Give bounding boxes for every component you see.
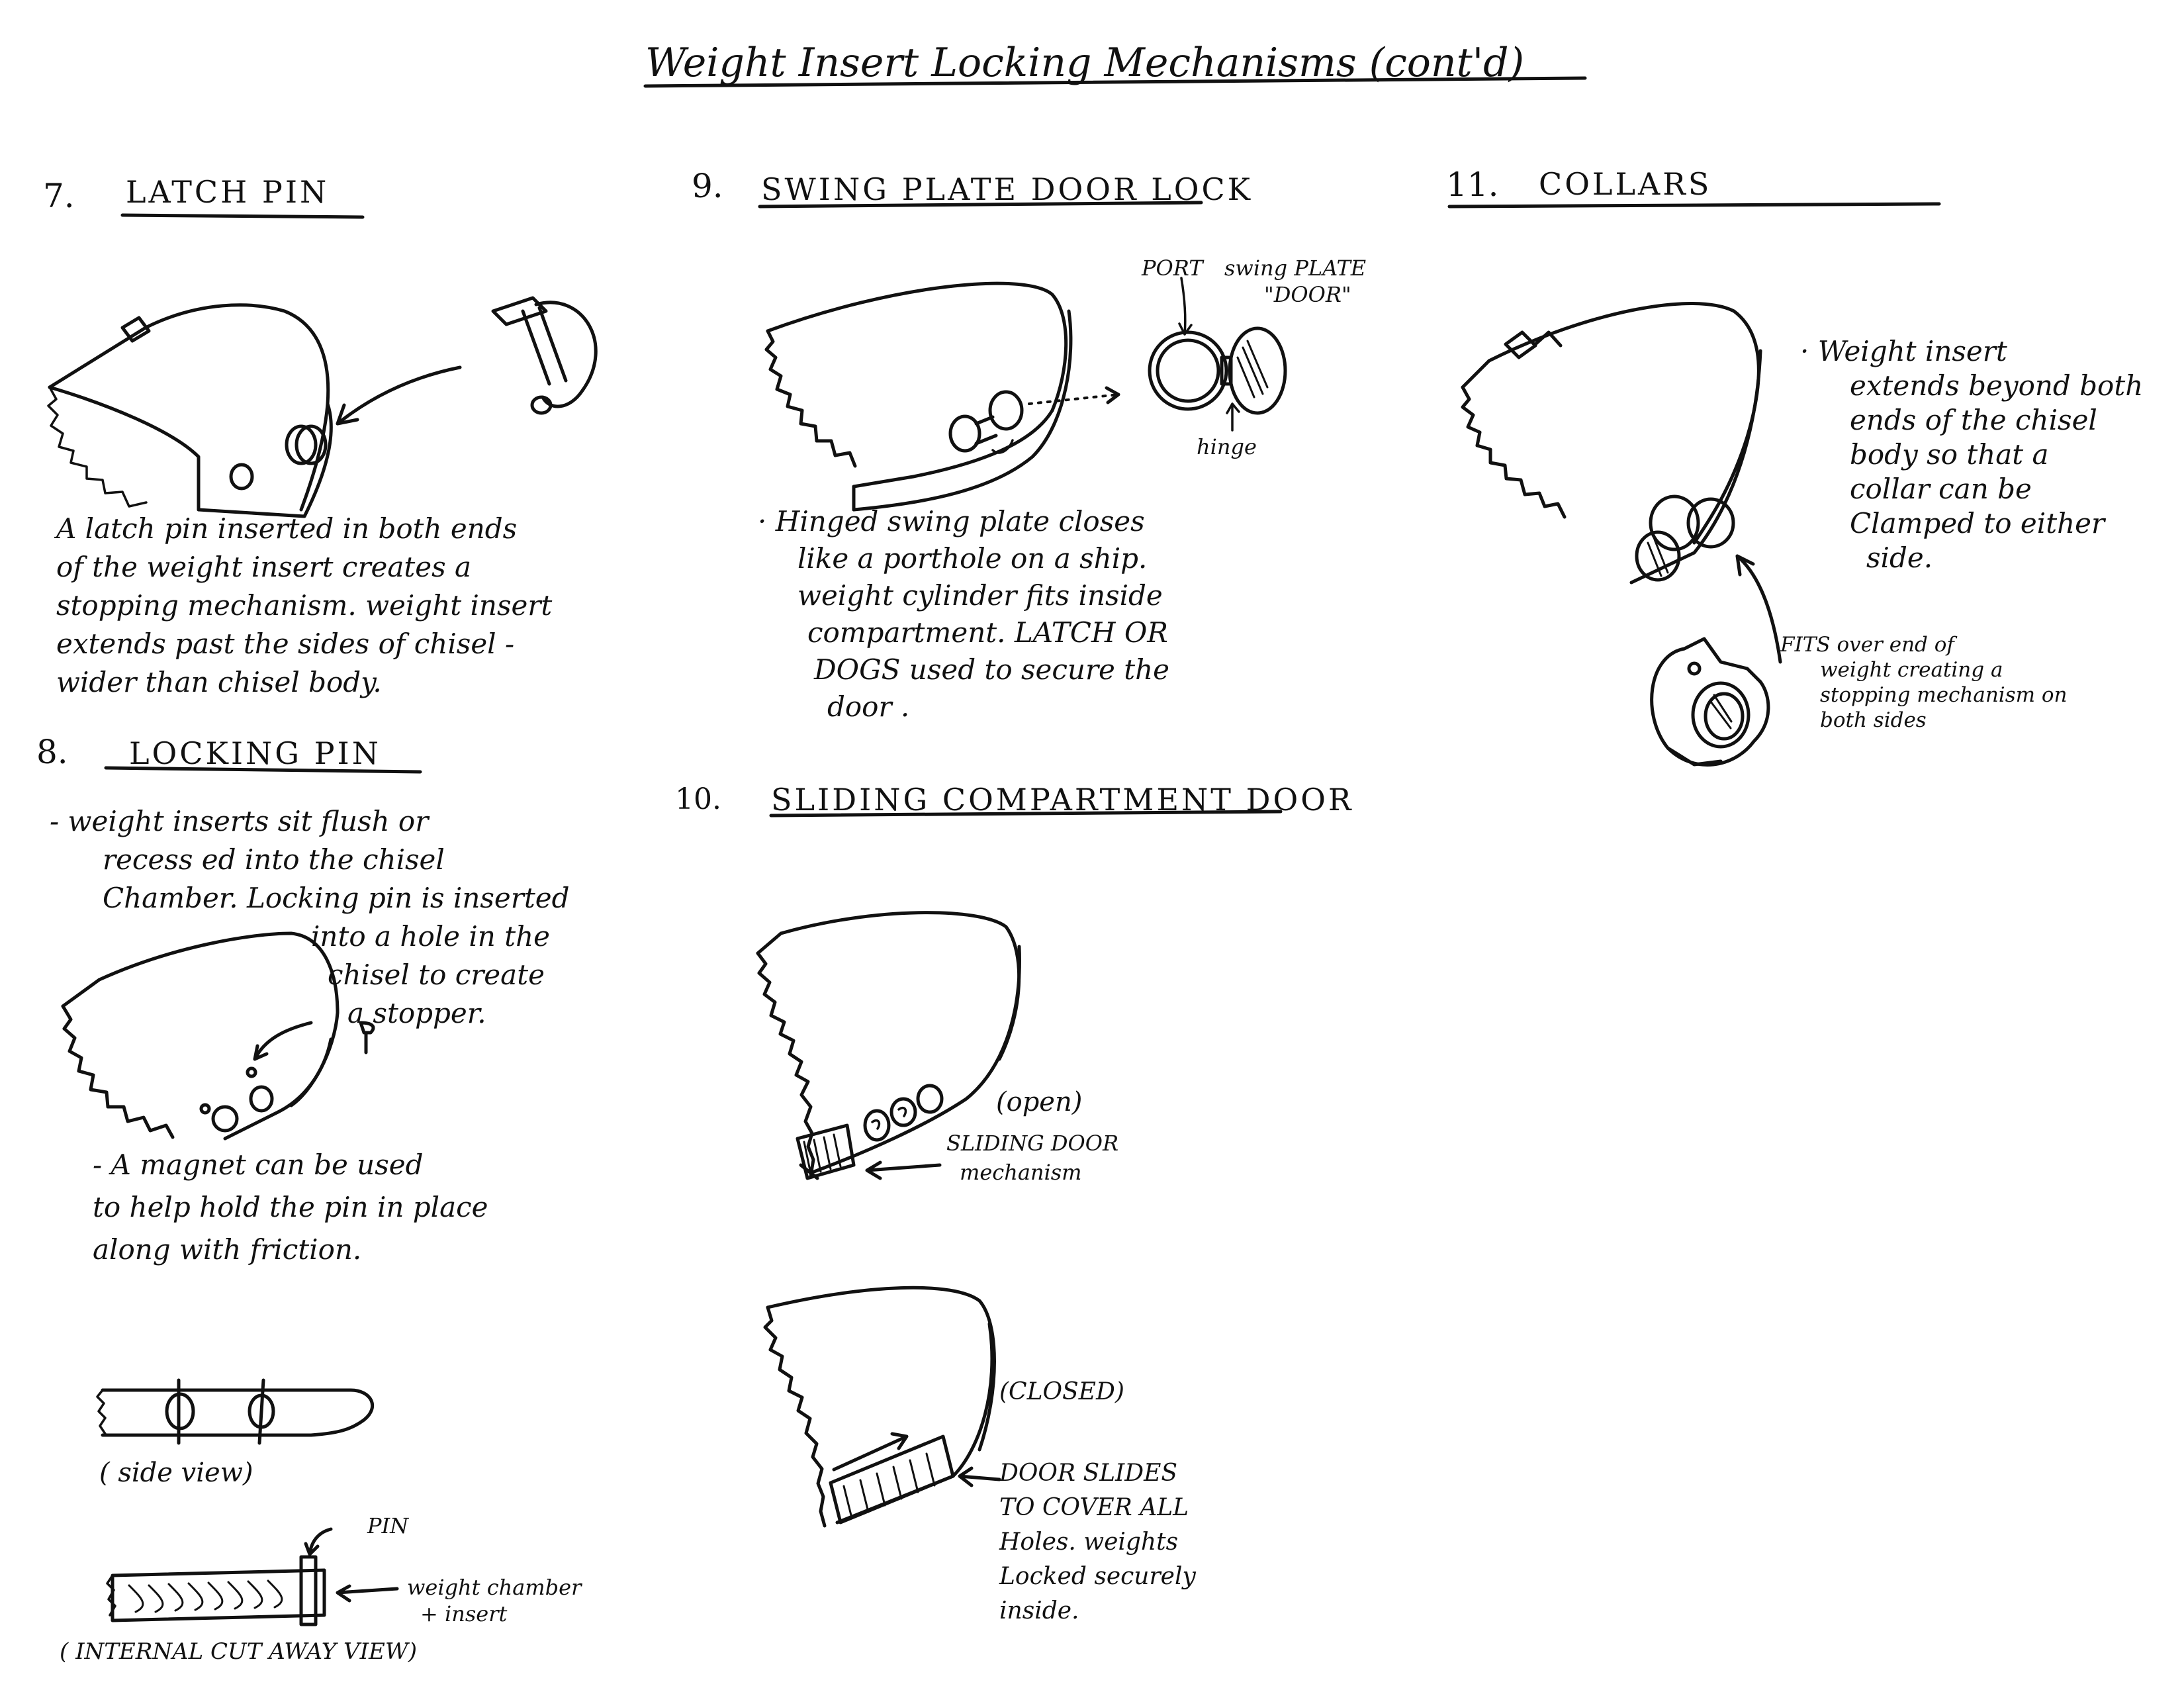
cutaway-label: ( INTERNAL CUT AWAY VIEW) [60, 1638, 417, 1665]
s7-number: 7. [43, 175, 75, 217]
closed-note-line: Locked securely [999, 1560, 1196, 1594]
closed-note-line: TO COVER ALL [999, 1491, 1196, 1525]
closed-label: (CLOSED) [999, 1377, 1124, 1407]
s7-desc-line: of the weight insert creates a [56, 548, 552, 586]
side-view-label: ( side view) [99, 1456, 253, 1489]
mechanism-label-line: SLIDING DOOR [946, 1129, 1118, 1158]
s7-description: A latch pin inserted in both ends of the… [56, 510, 552, 702]
collar-note-line: FITS over end of [1780, 632, 2068, 657]
s11-desc-line: ends of the chisel [1800, 403, 2143, 438]
s8-note-line: - A magnet can be used [93, 1144, 488, 1186]
s8-desc-line: into a hole in the [50, 917, 569, 956]
s8-note: - A magnet can be used to help hold the … [93, 1144, 488, 1271]
page-title: Weight Insert Locking Mechanisms (cont'd… [645, 38, 1524, 88]
s8-desc-line: Chamber. Locking pin is inserted [50, 879, 569, 917]
s11-desc-line: side. [1800, 541, 2143, 575]
s7-heading: LATCH PIN [126, 173, 329, 212]
s9-desc-line: weight cylinder fits inside [758, 577, 1169, 614]
s11-desc-line: collar can be [1800, 472, 2143, 506]
s8-desc-line: chisel to create [50, 956, 569, 994]
s11-heading-underline [1449, 204, 1939, 207]
s8-desc-line: a stopper. [50, 994, 569, 1033]
s9-desc-line: DOGS used to secure the [758, 651, 1169, 688]
s10-heading: SLIDING COMPARTMENT DOOR [771, 781, 1354, 820]
sliding-door-closed-drawing [765, 1288, 999, 1526]
chamber-label: weight chamber + insert [407, 1574, 581, 1627]
closed-note-line: Holes. weights [999, 1525, 1196, 1560]
s9-description: · Hinged swing plate closes like a porth… [758, 503, 1169, 726]
s11-number: 11. [1446, 164, 1499, 206]
s7-heading-underline [122, 215, 363, 217]
swing-plate-label: swing PLATE "DOOR" [1224, 255, 1366, 308]
port-label: PORT [1142, 255, 1203, 281]
s11-desc-line: Clamped to either [1800, 506, 2143, 541]
s8-desc-line: recess ed into the chisel [50, 841, 569, 879]
collar-note-line: stopping mechanism on [1780, 682, 2068, 708]
pin-label: PIN [367, 1513, 408, 1539]
closed-note-line: DOOR SLIDES [999, 1456, 1196, 1491]
swing-plate-label-line: "DOOR" [1224, 281, 1366, 308]
latch-pin-chisel-drawing [48, 298, 596, 516]
s11-description: · Weight insert extends beyond both ends… [1800, 334, 2143, 575]
s7-desc-line: wider than chisel body. [56, 663, 552, 702]
s9-number: 9. [692, 165, 723, 207]
closed-note: DOOR SLIDES TO COVER ALL Holes. weights … [999, 1456, 1196, 1628]
sliding-mechanism-label: SLIDING DOOR mechanism [946, 1129, 1118, 1187]
collar-note-line: weight creating a [1780, 657, 2068, 682]
s11-desc-line: body so that a [1800, 438, 2143, 472]
collar-note: FITS over end of weight creating a stopp… [1780, 632, 2068, 733]
swing-plate-label-line: swing PLATE [1224, 255, 1366, 281]
s7-desc-line: stopping mechanism. weight insert [56, 586, 552, 625]
s9-desc-line: compartment. LATCH OR [758, 614, 1169, 651]
collar-note-line: both sides [1780, 708, 2068, 733]
hinge-label: hinge [1197, 434, 1257, 460]
s9-desc-line: like a porthole on a ship. [758, 540, 1169, 577]
swing-plate-chisel-drawing [766, 278, 1285, 510]
s8-note-line: to help hold the pin in place [93, 1186, 488, 1229]
side-view-drawing [97, 1380, 373, 1443]
s11-desc-line: · Weight insert [1800, 334, 2143, 369]
s7-desc-line: A latch pin inserted in both ends [56, 510, 552, 548]
s11-heading: COLLARS [1539, 165, 1711, 204]
s8-heading: LOCKING PIN [129, 735, 381, 773]
s7-desc-line: extends past the sides of chisel - [56, 625, 552, 663]
s9-desc-line: · Hinged swing plate closes [758, 503, 1169, 540]
s10-number: 10. [675, 781, 721, 818]
s8-note-line: along with friction. [93, 1229, 488, 1271]
mechanism-label-line: mechanism [946, 1158, 1118, 1187]
collars-chisel-drawing [1463, 304, 1780, 765]
closed-note-line: inside. [999, 1594, 1196, 1628]
chamber-label-line: + insert [407, 1601, 581, 1627]
s9-desc-line: door . [758, 688, 1169, 726]
s8-desc-line: - weight inserts sit flush or [50, 802, 569, 841]
cutaway-view-drawing [107, 1529, 397, 1624]
chamber-label-line: weight chamber [407, 1574, 581, 1601]
open-label: (open) [996, 1086, 1082, 1119]
s9-heading: SWING PLATE DOOR LOCK [761, 171, 1253, 209]
s11-desc-line: extends beyond both [1800, 369, 2143, 403]
s8-description: - weight inserts sit flush or recess ed … [50, 802, 569, 1033]
s8-number: 8. [36, 731, 68, 773]
